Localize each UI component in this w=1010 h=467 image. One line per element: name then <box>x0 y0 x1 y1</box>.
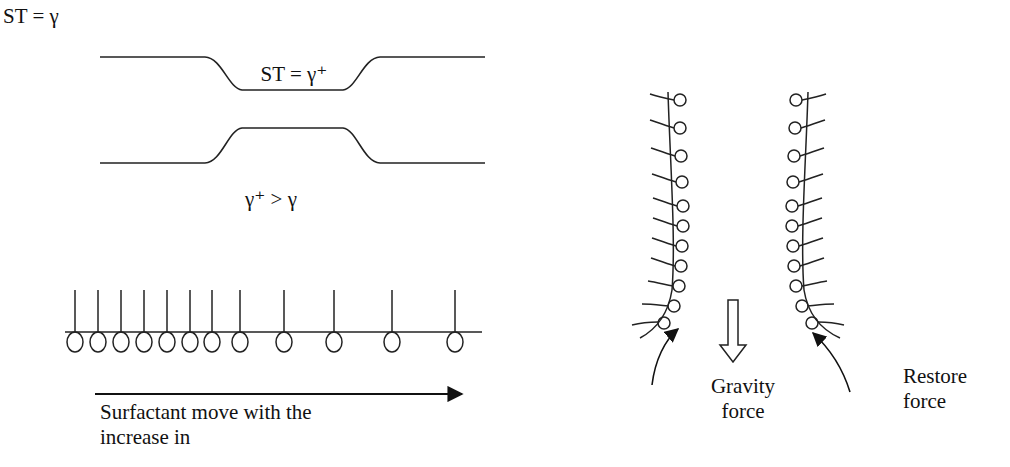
right-film <box>786 92 844 338</box>
surface-tension-label: ST = γ <box>3 4 113 29</box>
force-label: Gravity force <box>695 374 791 424</box>
left-film <box>632 92 689 338</box>
direction-arrow <box>95 393 462 395</box>
surface-tension-label: ST = γ⁺ <box>238 62 350 87</box>
gravity-arrow <box>720 300 746 362</box>
force-label: Restore force <box>903 364 1001 414</box>
comparison-label: γ⁺ > γ <box>245 187 355 212</box>
surfactant-row <box>65 290 482 352</box>
restore-arrow <box>652 329 678 385</box>
caption-note: Surfactant move with the increase in <box>100 400 350 450</box>
restore-arrow <box>813 333 850 392</box>
thin-film <box>100 57 485 163</box>
